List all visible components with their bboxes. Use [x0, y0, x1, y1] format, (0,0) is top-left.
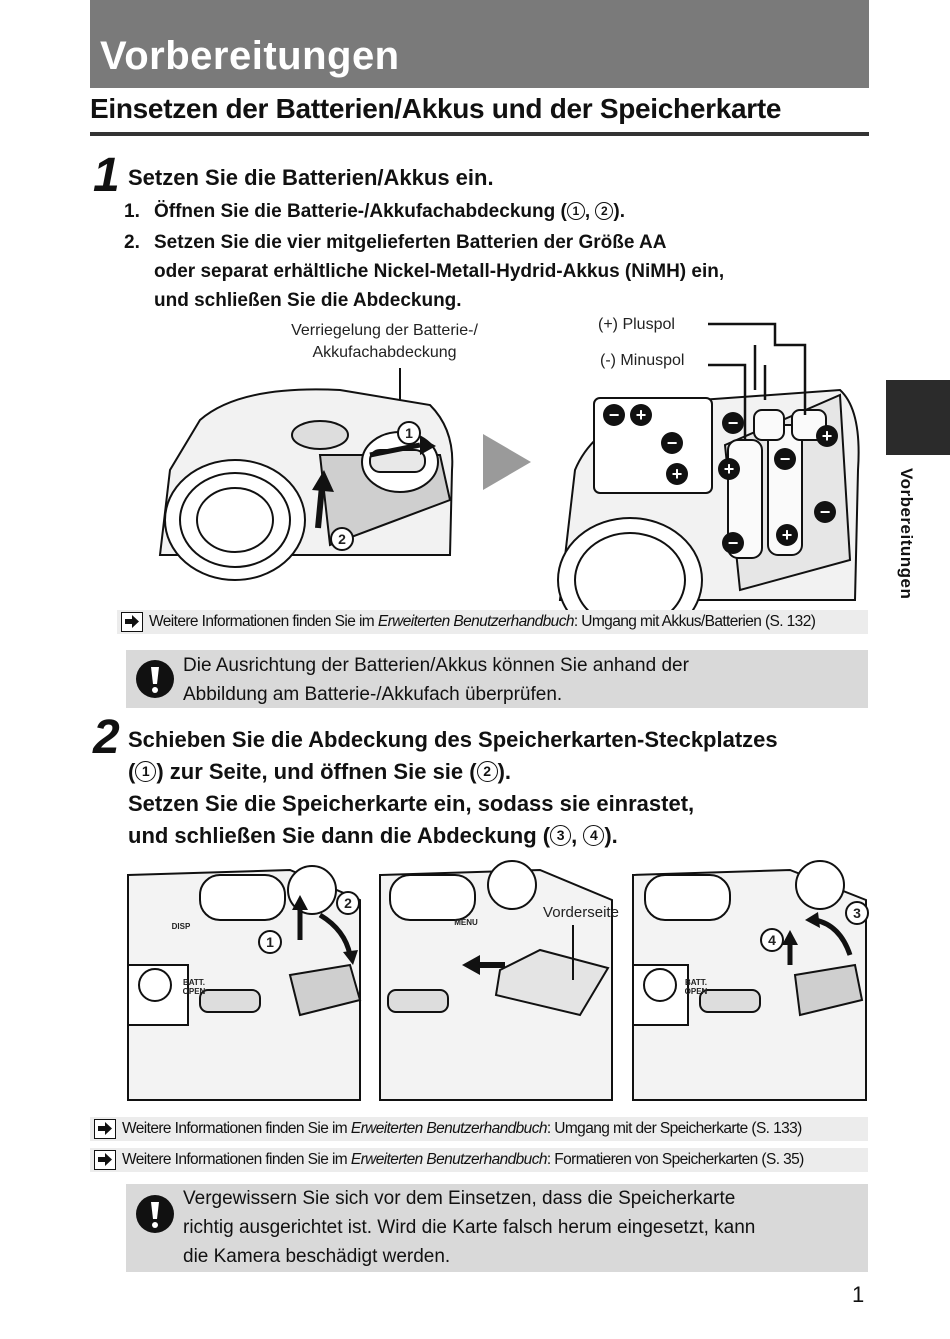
subtitle-rule — [90, 132, 869, 136]
svg-text:+: + — [724, 459, 735, 479]
step-1-sub-2: 2. Setzen Sie die vier mitgelieferten Bat… — [124, 228, 864, 315]
step-2-line-1: Schieben Sie die Abdeckung des Speicherk… — [128, 727, 778, 752]
s2-l2e: ). — [497, 759, 512, 784]
svg-text:+: + — [782, 525, 793, 545]
reference-note-2: Weitere Informationen finden Sie im Erwe… — [90, 1117, 868, 1141]
s2-l4a: und schließen Sie dann die Abdeckung ( — [128, 823, 551, 848]
ref-1-pre: Weitere Informationen finden Sie im — [149, 613, 378, 630]
warning-box-1: Die Ausrichtung der Batterien/Akkus könn… — [126, 650, 868, 708]
menu-label: MENU — [454, 918, 478, 927]
step-1-number: 1 — [93, 149, 120, 202]
callout-1: 1 — [266, 934, 274, 950]
callout-4: 4 — [768, 932, 776, 948]
warn-2-line-2: richtig ausgerichtet ist. Wird die Karte… — [183, 1217, 756, 1238]
circled-2: 2 — [476, 761, 498, 782]
ref-1-post: : Umgang mit Akkus/Batterien (S. 132) — [573, 613, 816, 630]
warn-2-line-1: Vergewissern Sie sich vor dem Einsetzen,… — [183, 1188, 736, 1209]
side-tab-block — [886, 380, 950, 455]
warning-text-2: Vergewissern Sie sich vor dem Einsetzen,… — [183, 1184, 860, 1271]
batt-open-label: BATT. OPEN — [684, 978, 708, 996]
svg-text:−: − — [667, 433, 678, 453]
plus-label: (+) Pluspol — [598, 316, 675, 333]
warning-box-2: Vergewissern Sie sich vor dem Einsetzen,… — [126, 1184, 868, 1272]
warn-1-line-1: Die Ausrichtung der Batterien/Akkus könn… — [183, 655, 689, 676]
warning-icon — [136, 1195, 174, 1233]
callout-1: 1 — [405, 425, 413, 441]
reference-note-1: Weitere Informationen finden Sie im Erwe… — [117, 610, 868, 634]
svg-text:+: + — [822, 426, 833, 446]
circled-1: 1 — [566, 202, 585, 220]
page-number: 1 — [852, 1282, 865, 1307]
sub-1-number: 1. — [124, 201, 140, 222]
disp-label: DISP — [171, 922, 191, 931]
section-title: Vorbereitungen — [100, 34, 400, 78]
s2-l2a: ( — [128, 759, 136, 784]
s2-l4e: ). — [604, 823, 618, 848]
s2-l2b: ) zur Seite, und öffnen Sie sie ( — [156, 759, 477, 784]
step-1-title: Setzen Sie die Batterien/Akkus ein. — [128, 165, 494, 190]
svg-text:+: + — [636, 405, 647, 425]
section-banner: Vorbereitungen — [90, 0, 869, 88]
reference-note-3: Weitere Informationen finden Sie im Erwe… — [90, 1148, 868, 1172]
sub-1-end: ). — [613, 201, 625, 222]
step-2-line-4: und schließen Sie dann die Abdeckung (3,… — [128, 820, 868, 852]
front-side-label: Vorderseite — [543, 904, 619, 921]
callout-3: 3 — [853, 905, 861, 921]
callout-2: 2 — [344, 895, 352, 911]
sub-2-number: 2. — [124, 232, 140, 253]
lock-label-line-1: Verriegelung der Batterie-/ — [291, 322, 478, 339]
step-2-line-3: Setzen Sie die Speicherkarte ein, sodass… — [128, 791, 695, 816]
sub-2-line-2: oder separat erhältliche Nickel-Metall-H… — [154, 261, 725, 282]
circled-2: 2 — [595, 202, 614, 220]
svg-text:−: − — [780, 449, 791, 469]
sub-2-line-3: und schließen Sie die Abdeckung. — [154, 290, 462, 311]
arrow-icon — [94, 1119, 116, 1139]
warning-icon — [136, 660, 174, 698]
minus-label: (-) Minuspol — [600, 352, 685, 369]
svg-text:−: − — [820, 502, 831, 522]
warn-2-line-3: die Kamera beschädigt werden. — [183, 1246, 451, 1267]
ref-3-book: Erweiterten Benutzerhandbuch — [350, 1151, 548, 1168]
lock-label-line-2: Akkufachabdeckung — [312, 344, 457, 361]
s2-l4sep: , — [571, 823, 584, 848]
step-2-title: Schieben Sie die Abdeckung des Speicherk… — [128, 724, 868, 852]
ref-3-post: : Formatieren von Speicherkarten (S. 35) — [546, 1151, 804, 1168]
ref-2-pre: Weitere Informationen finden Sie im — [122, 1120, 351, 1137]
arrow-icon — [94, 1150, 116, 1170]
warn-1-line-2: Abbildung am Batterie-/Akkufach überprüf… — [183, 684, 563, 705]
step-2-line-2: (1) zur Seite, und öffnen Sie sie (2). — [128, 756, 868, 788]
svg-text:−: − — [728, 413, 739, 433]
circled-3: 3 — [550, 825, 572, 846]
ref-1-book: Erweiterten Benutzerhandbuch — [377, 613, 575, 630]
callout-2: 2 — [338, 531, 346, 547]
page-subtitle: Einsetzen der Batterien/Akkus und der Sp… — [90, 93, 782, 124]
svg-text:−: − — [609, 405, 620, 425]
batt-open-label: BATT. OPEN — [182, 978, 206, 996]
step-2-number: 2 — [93, 711, 120, 764]
circled-4: 4 — [583, 825, 605, 846]
arrow-icon — [121, 612, 143, 632]
circled-1: 1 — [135, 761, 157, 782]
sub-1-sep: , — [584, 201, 596, 222]
sub-2-line-1: Setzen Sie die vier mitgelieferten Batte… — [154, 232, 667, 253]
sub-1-text: Öffnen Sie die Batterie-/Akkufachabdecku… — [154, 201, 567, 222]
step-1-sub-1: 1. Öffnen Sie die Batterie-/Akkufachabdec… — [124, 197, 625, 226]
side-tab-label: Vorbereitungen — [897, 468, 916, 600]
svg-text:−: − — [728, 533, 739, 553]
ref-2-book: Erweiterten Benutzerhandbuch — [350, 1120, 548, 1137]
ref-2-post: : Umgang mit der Speicherkarte (S. 133) — [546, 1120, 802, 1137]
svg-text:+: + — [672, 464, 683, 484]
lock-label: Verriegelung der Batterie-/ Akkufachabde… — [262, 320, 507, 364]
ref-3-pre: Weitere Informationen finden Sie im — [122, 1151, 351, 1168]
warning-text-1: Die Ausrichtung der Batterien/Akkus könn… — [183, 651, 860, 709]
